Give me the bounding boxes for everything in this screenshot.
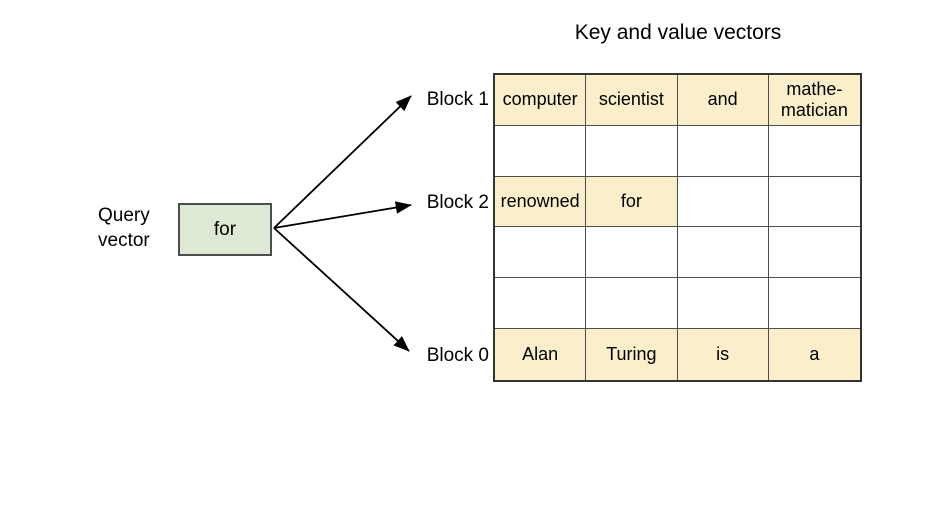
query-vector-box[interactable]: for [178,203,272,256]
token-cell: a [768,329,860,380]
token-text: for [620,191,642,212]
token-text: is [716,344,730,365]
empty-cell [495,227,587,279]
token-text: scientist [598,89,664,110]
token-cell: Turing [586,329,678,380]
token-text: Alan [522,344,559,365]
token-text: renowned [500,191,580,212]
empty-cell [768,125,860,177]
token-text: computer [502,89,578,110]
empty-cell [677,278,769,330]
token-cell: for [586,176,678,228]
block-label-block-0: Block 0 [426,345,489,366]
token-text: Turing [606,344,657,365]
token-text: matician [780,99,848,120]
token-text: and [707,89,738,110]
query-vector-label: Query vector [98,203,176,253]
token-cell: and [677,75,769,126]
empty-cell [586,227,678,279]
empty-cell [495,125,587,177]
empty-cell [768,176,860,228]
arrow-to-block-0 [273,227,410,352]
block-label-block-2: Block 2 [426,192,489,213]
token-cell: scientist [586,75,678,126]
empty-cell [768,227,860,279]
token-cell: is [677,329,769,380]
empty-cell [495,278,587,330]
empty-cell [677,125,769,177]
query-vector-token: for [213,218,237,240]
token-text: a [809,344,820,365]
empty-cell [768,278,860,330]
query-vector-label-line1: Query [98,205,150,226]
token-cell: Alan [495,329,587,380]
empty-cell [677,227,769,279]
page-title: Key and value vectors [574,21,782,44]
query-vector-label-line2: vector [98,230,150,251]
empty-cell [586,278,678,330]
token-text: mathe- [786,78,843,99]
token-cell: renowned [495,176,587,228]
token-cell: mathe-matician [768,75,860,126]
key-value-token-grid: computer scientist and mathe-matician renown… [493,73,862,382]
empty-cell [586,125,678,177]
token-cell: computer [495,75,587,126]
arrow-to-block-2 [273,201,412,229]
empty-cell [677,176,769,228]
arrow-to-block-1 [273,95,412,229]
block-label-block-1: Block 1 [426,89,489,110]
